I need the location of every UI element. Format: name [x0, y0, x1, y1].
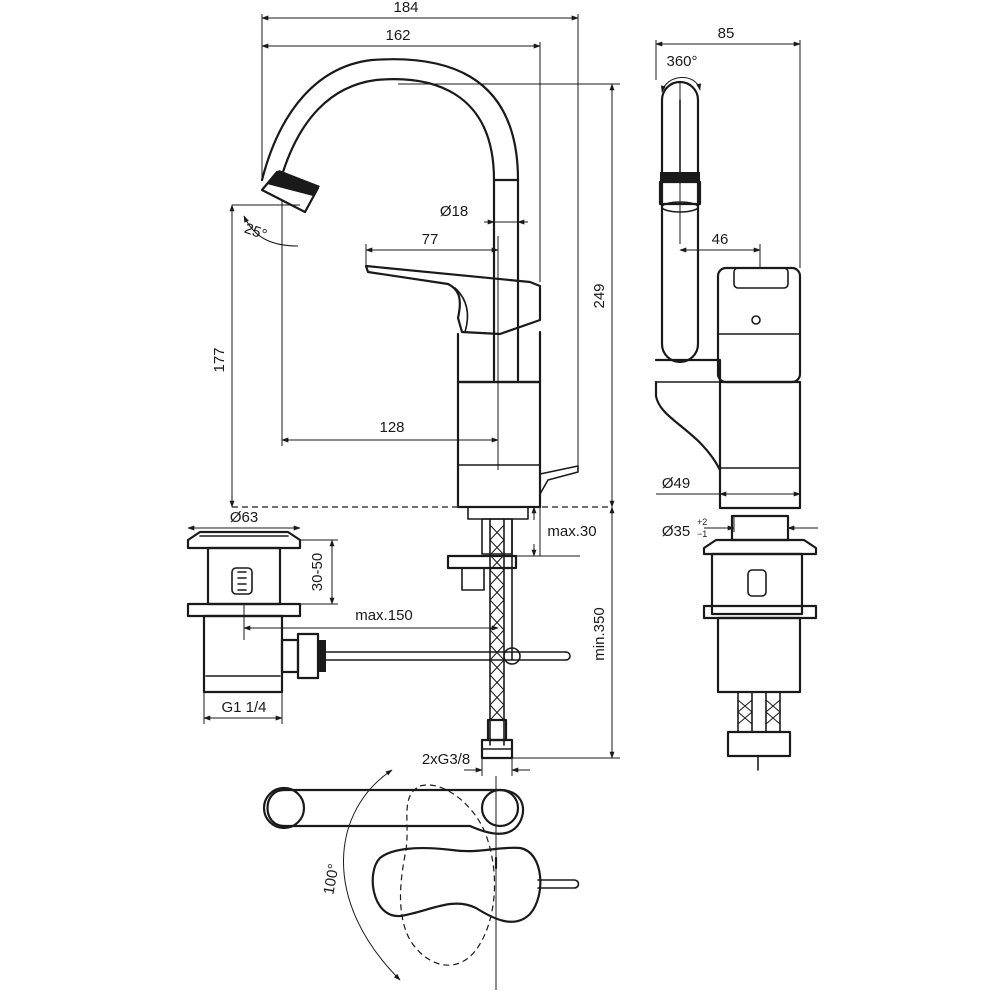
lever-top: [371, 846, 542, 923]
label-base-diameter: Ø63: [230, 509, 258, 526]
label-body-diameter: Ø49: [662, 475, 690, 492]
label-rod-length: max.150: [355, 607, 413, 624]
top-spout: [266, 788, 525, 835]
waste-nut: [186, 602, 302, 618]
label-spout-angle: 25°: [242, 220, 269, 244]
lever-rotated: [399, 784, 496, 966]
overflow-slot: [231, 567, 253, 595]
waste-flange: [186, 530, 302, 550]
label-waste-height: 30-50: [309, 553, 326, 591]
label-rotation: 360°: [666, 53, 697, 70]
lever-edge: [454, 287, 469, 333]
lever-rotation-arc: [343, 769, 401, 981]
label-side-width: 85: [718, 25, 735, 42]
fixing-plate: [467, 506, 529, 520]
label-waste-thread: G1 1/4: [221, 699, 266, 716]
label-hole-tolerance-lower: −1: [697, 529, 707, 539]
top-view: [262, 769, 580, 981]
label-lever-offset: 77: [422, 231, 439, 248]
label-hole-tolerance-upper: +2: [697, 517, 707, 527]
lever-handle: [364, 264, 542, 336]
label-hole-diameter: Ø35: [662, 523, 690, 540]
label-hose-length: min.350: [591, 607, 608, 660]
fixing-nut-plate: [446, 554, 518, 570]
label-connection-thread: 2xG3/8: [422, 751, 470, 768]
dimension-lines: [187, 14, 818, 990]
spout-outer-back: [260, 58, 520, 382]
label-lever-rotation: 100°: [321, 862, 343, 896]
label-outlet-height: 177: [211, 347, 228, 372]
label-outlet-reach: 128: [379, 419, 404, 436]
label-overall-width: 184: [393, 0, 418, 16]
fixing-nut: [461, 567, 485, 591]
waste-body: [206, 546, 282, 606]
label-total-height: 249: [591, 283, 608, 308]
fixing-stud: [481, 518, 513, 555]
label-side-offset: 46: [712, 231, 729, 248]
body-upper: [456, 330, 542, 384]
aerator: [260, 170, 320, 214]
pop-up-lever: [539, 465, 579, 495]
spout-outer: [281, 78, 496, 382]
waste-tail: [202, 614, 284, 694]
label-spout-diameter: Ø18: [440, 203, 468, 220]
braided-hose: [480, 518, 514, 760]
body-lower: [456, 380, 542, 509]
label-deck-thickness: max.30: [547, 523, 596, 540]
label-spout-reach: 162: [385, 27, 410, 44]
dimension-labels: 184 162 85 360° Ø18 77 46 25° 249 177 12…: [211, 0, 734, 896]
front-view-mixer: [232, 58, 612, 760]
